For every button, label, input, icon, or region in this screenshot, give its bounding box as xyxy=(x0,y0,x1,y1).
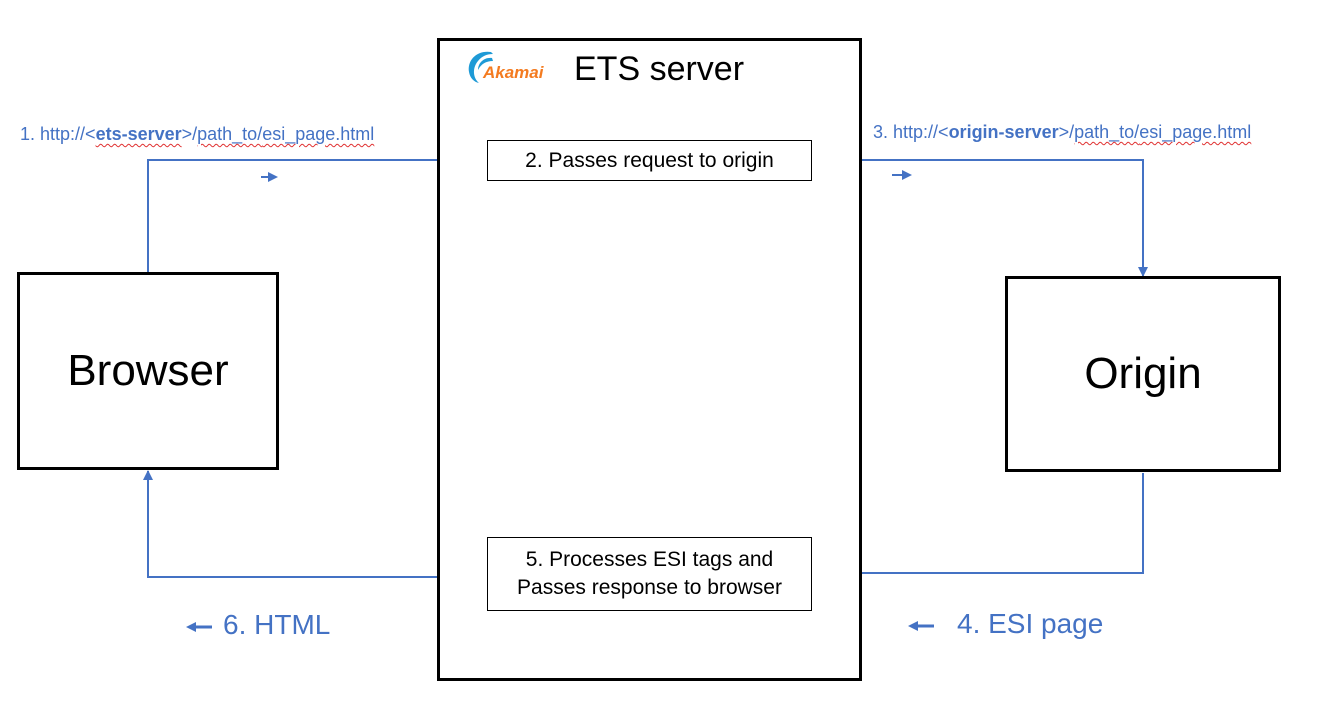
arrow-browser-to-server xyxy=(147,155,486,273)
arrow-server-to-browser xyxy=(143,470,486,578)
origin-label: Origin xyxy=(1084,349,1202,398)
step4-label: 4. ESI page xyxy=(957,608,1104,639)
response-direction-icon-right xyxy=(908,621,934,631)
browser-label: Browser xyxy=(67,346,229,395)
request-direction-icon-left xyxy=(261,172,278,182)
step2-label: 2. Passes request to origin xyxy=(525,148,774,172)
browser-box: Browser xyxy=(17,272,279,470)
akamai-logo-text: Akamai xyxy=(483,63,544,82)
arrow-server-to-origin xyxy=(812,159,1148,277)
akamai-wave-icon xyxy=(468,51,493,83)
request-direction-icon-right xyxy=(892,170,912,180)
step2-box: 2. Passes request to origin xyxy=(487,140,812,181)
step5-label-line1: 5. Processes ESI tags and xyxy=(525,548,774,571)
step5-box: 5. Processes ESI tags and Passes respons… xyxy=(487,537,812,611)
arrow-origin-to-server xyxy=(812,473,1144,578)
akamai-logo: Akamai xyxy=(465,48,557,88)
response-direction-icon-left xyxy=(186,622,212,632)
origin-box: Origin xyxy=(1005,276,1281,472)
step3-host: origin-server xyxy=(948,122,1059,142)
step5-label-line2: Passes response to browser xyxy=(517,576,782,599)
step3-url-label: 3. http://<origin-server>/path_to/esi_pa… xyxy=(873,122,1252,142)
ets-server-title: ETS server xyxy=(574,50,745,88)
step6-label: 6. HTML xyxy=(223,609,331,640)
step1-host: ets-server xyxy=(95,124,182,144)
step1-url-label: 1. http://<ets-server>/path_to/esi_page.… xyxy=(20,124,375,144)
